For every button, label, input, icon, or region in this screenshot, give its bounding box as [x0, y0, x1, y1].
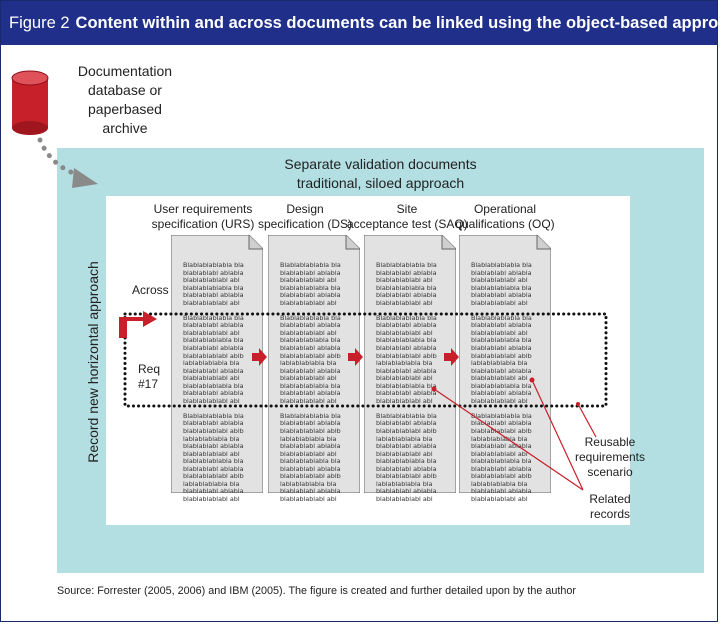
req-dotted-box [123, 312, 608, 408]
req-label: Req #17 [138, 362, 161, 391]
saq-heading: Site acceptance test (SAQ) [347, 202, 468, 231]
ds-document: Blablablablabla bla blablablabl ablabla … [268, 235, 360, 503]
validation-title: Separate validation documents traditiona… [284, 156, 477, 191]
urs-heading: User requirements specification (URS) [151, 202, 255, 231]
flow-arrow-1-icon [252, 348, 267, 366]
flow-arrow-3-icon [444, 348, 459, 366]
saq-text: Blablablablabla bla blablablabl ablabla … [376, 262, 437, 503]
urs-document: Blablablablabla bla blablablabl ablabla … [171, 235, 263, 503]
saq-document: Blablablablabla bla blablablabl ablabla … [364, 235, 456, 503]
urs-text: Blablablablabla bla blablablabl ablabla … [183, 262, 244, 503]
figure-header: Figure 2 Content within and across docum… [1, 1, 720, 45]
oq-text: Blablablablabla bla blablablabl ablabla … [471, 262, 532, 503]
oq-heading: Operational qualifications (OQ) [455, 202, 555, 231]
related-leader-2 [531, 379, 584, 491]
across-label: Across [132, 283, 169, 297]
reusable-leader [577, 403, 597, 438]
database-label: Documentation database or paperbased arc… [77, 63, 173, 136]
ds-heading: Design specification (DS) [257, 202, 353, 231]
related-records-label: Related records [589, 492, 631, 521]
flow-arrow-2-icon [348, 348, 363, 366]
figure-caption: Content within and across documents can … [75, 13, 720, 32]
ds-text: Blablablablabla bla blablablabl ablabla … [280, 262, 341, 503]
figure-number: Figure 2 [9, 13, 70, 32]
connector-arrowhead-icon [72, 168, 98, 188]
source-note: Source: Forrester (2005, 2006) and IBM (… [57, 585, 576, 597]
reusable-scenario-label: Reusable requirements scenario [574, 435, 646, 479]
across-arrow-icon [119, 311, 157, 338]
oq-document: Blablablablabla bla blablablabl ablabla … [459, 235, 551, 503]
related-leader-1 [433, 388, 584, 491]
